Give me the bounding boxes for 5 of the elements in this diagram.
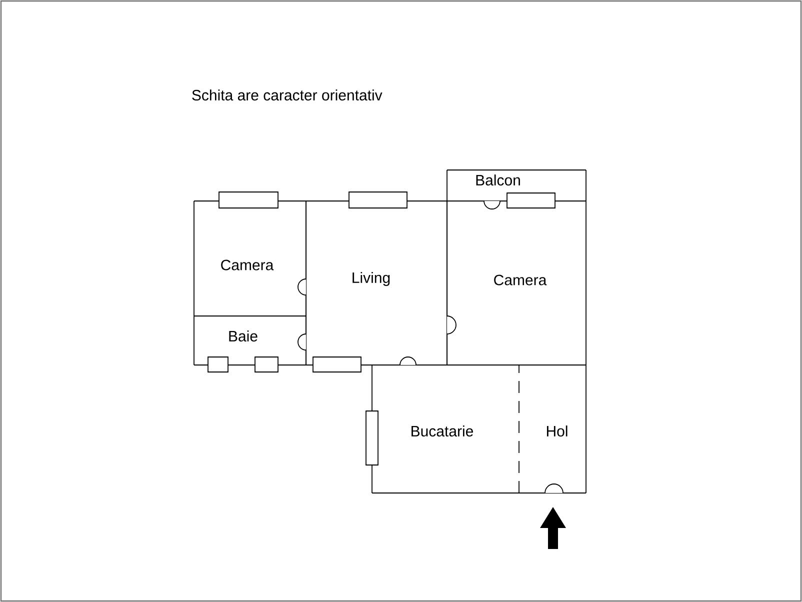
room: Baie (194, 316, 306, 366)
room: Camera (446, 200, 586, 366)
note-text: Schita are caracter orientativ (192, 90, 382, 100)
room: Hol (518, 364, 586, 494)
room: Balcon (446, 170, 586, 202)
